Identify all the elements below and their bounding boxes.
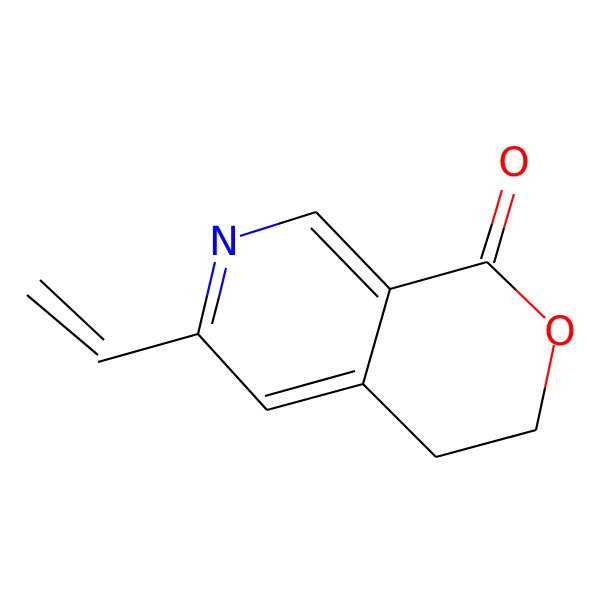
atom-label-nitrogen: N bbox=[209, 219, 239, 265]
bond-ch-cfused-outer bbox=[315, 211, 391, 290]
lactone-ring bbox=[362, 189, 556, 459]
bond-vinyl-double-outer bbox=[26, 294, 99, 356]
bond-carbonyl-outer-red bbox=[490, 189, 504, 225]
atom-label-ring-oxygen: O bbox=[544, 309, 575, 355]
bond-vinyl-to-ring bbox=[97, 332, 199, 364]
atom-label-carbonyl-oxygen: O bbox=[498, 140, 529, 186]
bond-carbonyl-outer-black bbox=[479, 223, 494, 260]
bond-carbonyl-inner-red bbox=[502, 193, 516, 229]
bond-oring-ch2-red bbox=[543, 344, 556, 389]
bond-n-ch-black bbox=[277, 210, 317, 226]
bond-ch2-ch2 bbox=[435, 428, 537, 459]
vinyl-group bbox=[26, 279, 199, 364]
bond-ch-cvinyl bbox=[197, 333, 268, 411]
bond-c-n-double-outer-black bbox=[196, 295, 209, 335]
bond-cfused-carbonyl bbox=[389, 260, 488, 291]
bond-c-n-double-inner-blue bbox=[217, 267, 228, 298]
bond-c-n-double-inner-black bbox=[210, 296, 221, 325]
bond-cfused-ch-inner bbox=[264, 369, 356, 398]
bond-vinyl-double-inner bbox=[39, 279, 105, 341]
pyridine-ring bbox=[196, 210, 392, 412]
bond-ch-cfused-inner bbox=[310, 227, 379, 298]
bond-c-n-double-outer-blue bbox=[205, 261, 217, 297]
bond-carbonyl-inner-black bbox=[492, 227, 506, 264]
bond-oring-ch2-black bbox=[534, 387, 547, 431]
bond-fused-shared bbox=[361, 288, 392, 385]
bond-n-ch-blue bbox=[239, 222, 279, 238]
bond-ch2-cfused bbox=[362, 383, 437, 458]
bond-carbonyl-oring-black bbox=[486, 261, 517, 291]
bond-carbonyl-oring-red bbox=[515, 289, 546, 319]
bond-cfused-ch-outer bbox=[266, 382, 364, 412]
